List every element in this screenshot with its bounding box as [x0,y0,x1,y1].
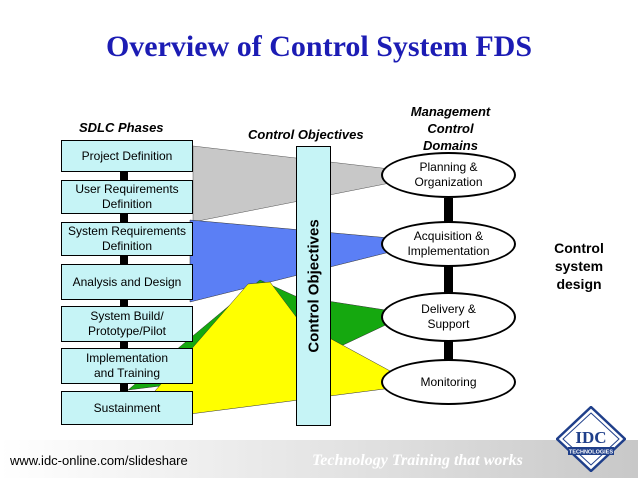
domain-delivery-support: Delivery &Support [381,292,516,342]
phase-project-definition: Project Definition [61,140,193,172]
phase-system-build: System Build/Prototype/Pilot [61,306,193,342]
phase-analysis-design: Analysis and Design [61,264,193,300]
sdlc-phases-header: SDLC Phases [79,120,164,135]
domain-monitoring: Monitoring [381,359,516,405]
planning-band [192,145,391,223]
footer-tagline: Technology Training that works [312,452,523,469]
footer-band [0,440,638,478]
idc-logo: IDC TECHNOLOGIES [556,406,626,472]
logo-subtext: TECHNOLOGIES [569,450,613,456]
phase-sustainment: Sustainment [61,391,193,425]
page-title: Overview of Control System FDS [105,30,533,63]
domain-acquisition-implementation: Acquisition &Implementation [381,221,516,267]
control-objectives-header: Control Objectives [248,127,364,142]
logo-text: IDC [575,428,606,447]
acquisition-band [189,219,391,303]
domain-connector [444,198,453,383]
management-domains-header: Management Control Domains [410,104,491,153]
domain-planning-organization: Planning &Organization [381,152,516,198]
control-system-design-label: Control system design [554,240,604,292]
footer-url: www.idc-online.com/slideshare [10,453,188,468]
control-objectives-bar: Control Objectives [296,146,331,426]
